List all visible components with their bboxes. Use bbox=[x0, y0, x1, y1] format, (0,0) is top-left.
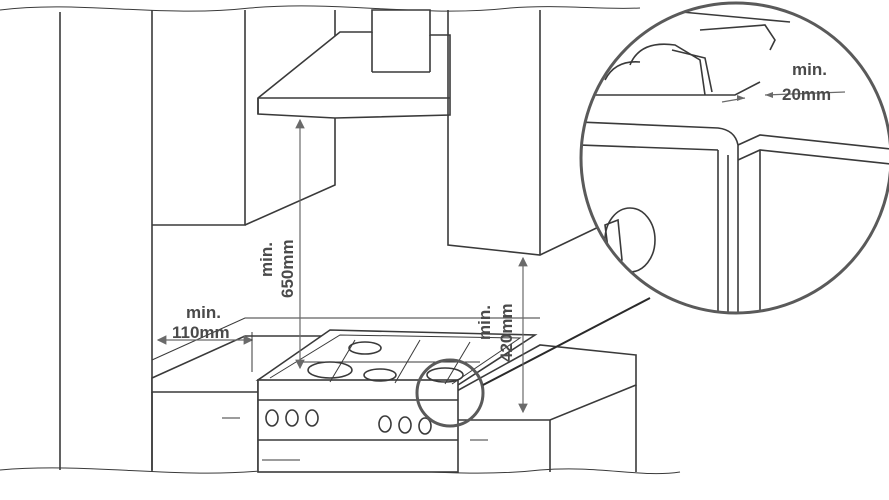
detail-marker-circle bbox=[415, 358, 485, 428]
left-wall-column bbox=[59, 10, 153, 472]
cabinet-clearance-min-label: min. bbox=[475, 305, 494, 340]
wall-base-line bbox=[151, 317, 540, 361]
hood-clearance-dimension: min. 650mm bbox=[257, 118, 305, 370]
right-upper-cabinet bbox=[447, 10, 631, 256]
cabinet-clearance-dimension: min. 420mm bbox=[475, 256, 528, 414]
hood-clearance-min-label: min. bbox=[257, 242, 276, 277]
side-clearance-value-label: 110mm bbox=[172, 323, 230, 342]
side-clearance-min-label: min. bbox=[186, 303, 221, 322]
left-upper-cabinet bbox=[152, 10, 336, 226]
detail-gap-value-label: 20mm bbox=[782, 85, 831, 104]
gas-cooker bbox=[255, 329, 538, 473]
range-hood bbox=[257, 9, 451, 119]
control-knobs bbox=[265, 409, 432, 435]
detail-leader-line bbox=[482, 297, 651, 386]
cabinet-clearance-value-label: 420mm bbox=[497, 303, 516, 362]
detail-gap-min-label: min. bbox=[792, 60, 827, 79]
hood-clearance-value-label: 650mm bbox=[278, 239, 297, 298]
detail-view: min. 20mm bbox=[579, 1, 889, 315]
side-clearance-dimension: min. 110mm bbox=[156, 303, 254, 372]
top-cut-line bbox=[0, 5, 641, 12]
